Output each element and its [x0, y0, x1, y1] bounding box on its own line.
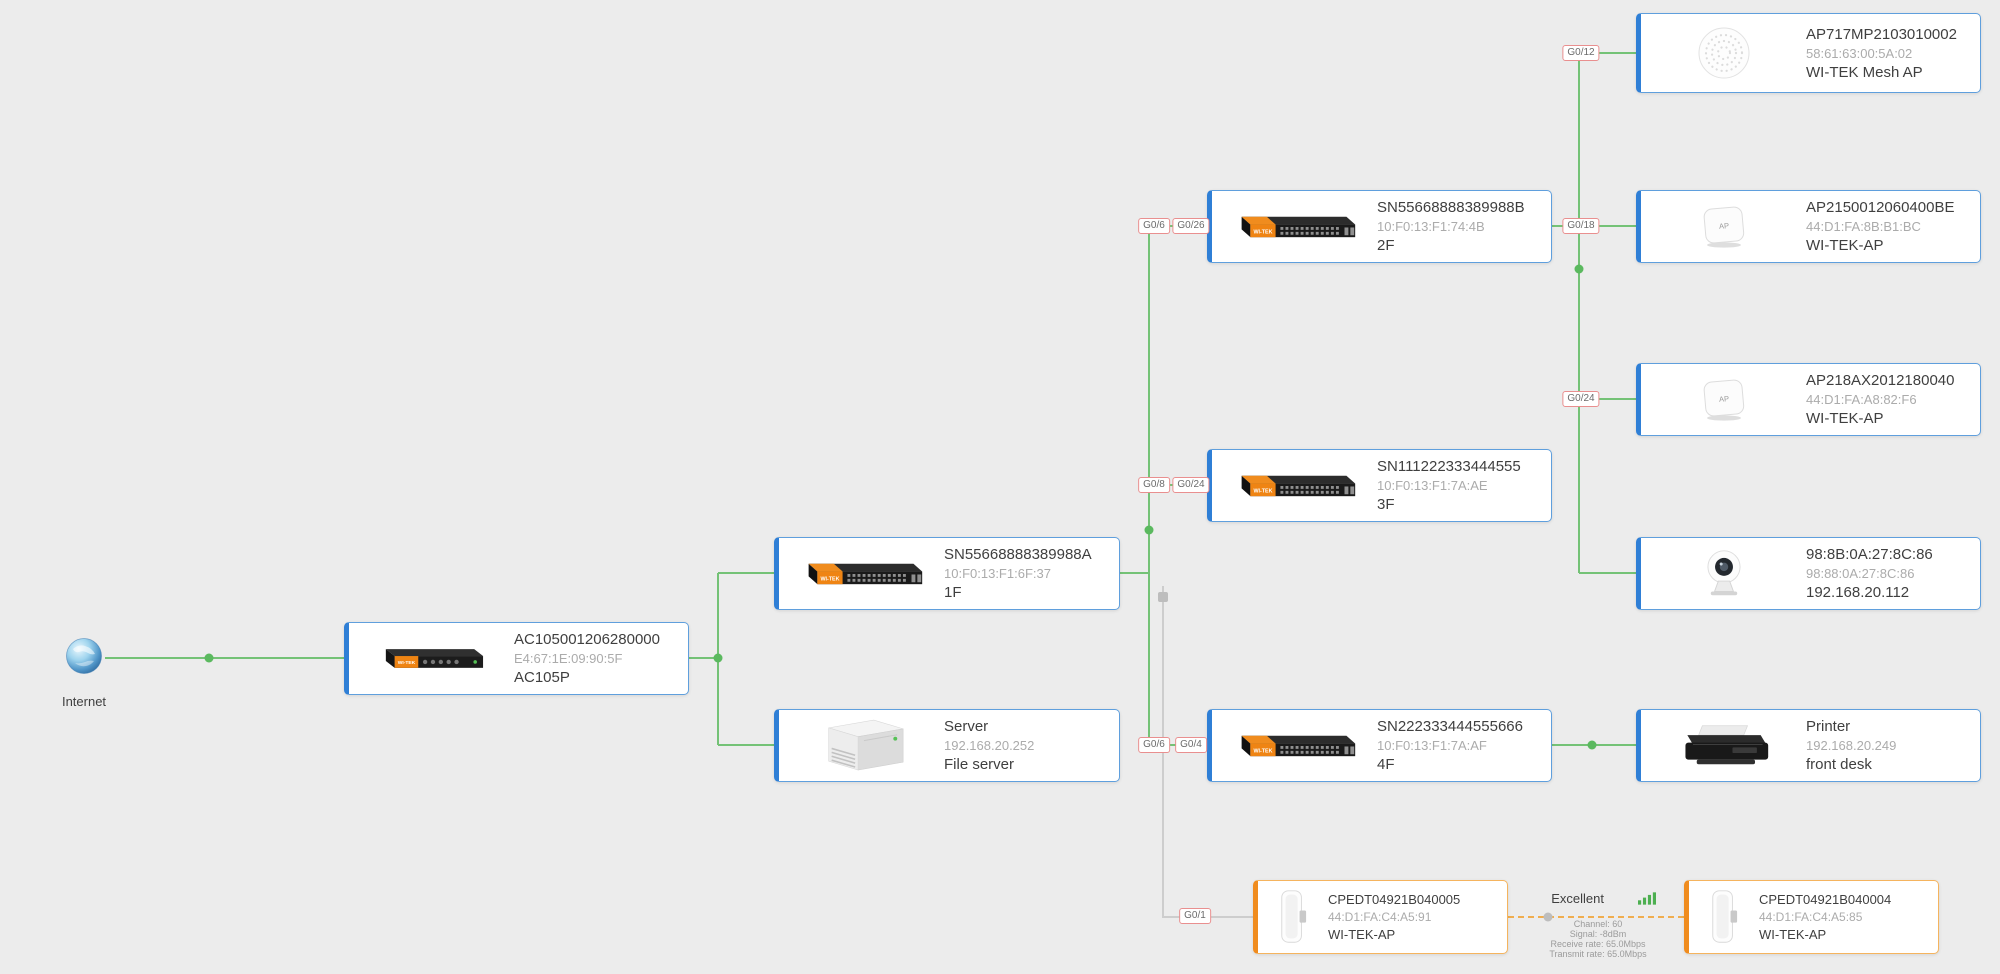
device-mac: 44:D1:FA:C4:A5:85: [1759, 910, 1863, 924]
signal-bars-icon: [1638, 892, 1656, 905]
device-title: AP717MP2103010002: [1806, 25, 1957, 43]
port-badge-g0-6-4f[interactable]: G0/6: [1138, 737, 1170, 753]
node-ap218[interactable]: AP218AX2012180040 44:D1:FA:A8:82:F6 WI-T…: [1636, 363, 1981, 436]
link-2f-aps-trunk: [1552, 52, 1636, 574]
port-badge-g0-8[interactable]: G0/8: [1138, 477, 1170, 493]
node-switch-4f[interactable]: SN222333444555666 10:F0:13:F1:7A:AF 4F: [1207, 709, 1552, 782]
switch-icon: [1212, 210, 1377, 243]
port-badge-g0-24-3f[interactable]: G0/24: [1172, 477, 1210, 493]
node-printer[interactable]: Printer 192.168.20.249 front desk: [1636, 709, 1981, 782]
printer-icon: [1641, 722, 1806, 769]
device-mac: 44:D1:FA:A8:82:F6: [1806, 392, 1917, 407]
device-label: 3F: [1377, 496, 1395, 513]
switch-icon: [779, 557, 944, 590]
server-icon: [779, 717, 944, 774]
device-label: WI-TEK Mesh AP: [1806, 63, 1923, 81]
internet-globe-icon: [65, 637, 103, 675]
node-file-server[interactable]: Server 192.168.20.252 File server: [774, 709, 1120, 782]
device-mac: 44:D1:FA:C4:A5:91: [1328, 910, 1432, 924]
router-icon: [349, 644, 514, 674]
device-title: AP2150012060400BE: [1806, 199, 1955, 216]
device-label: File server: [944, 756, 1015, 773]
node-gateway-ac105p[interactable]: AC105001206280000 E4:67:1E:09:90:5F AC10…: [344, 622, 689, 695]
ap-icon: [1641, 204, 1806, 250]
node-switch-2f[interactable]: SN55668888389988B 10:F0:13:F1:74:4B 2F: [1207, 190, 1552, 263]
device-label: WI-TEK-AP: [1328, 927, 1396, 942]
link-status-dot-green: [1574, 264, 1584, 274]
device-title: SN111222333444555: [1377, 458, 1521, 475]
port-badge-g0-4[interactable]: G0/4: [1175, 737, 1207, 753]
device-title: SN55668888389988B: [1377, 199, 1525, 216]
node-switch-3f[interactable]: SN111222333444555 10:F0:13:F1:7A:AE 3F: [1207, 449, 1552, 522]
internet-label: Internet: [61, 694, 107, 709]
port-badge-g0-6-2f[interactable]: G0/6: [1138, 218, 1170, 234]
link-router-split: [689, 572, 774, 746]
device-ip: 192.168.20.249: [1806, 738, 1897, 753]
device-ip: 192.168.20.252: [944, 738, 1035, 753]
device-title: 98:8B:0A:27:8C:86: [1806, 546, 1933, 563]
link-status-dot-green: [204, 653, 214, 663]
port-badge-g0-26[interactable]: G0/26: [1172, 218, 1210, 234]
wireless-quality-label: Excellent: [1551, 890, 1604, 906]
cpe-icon: [1258, 888, 1328, 946]
device-title: AC105001206280000: [514, 631, 660, 648]
port-badge-g0-1[interactable]: G0/1: [1179, 908, 1211, 924]
device-label: front desk: [1806, 756, 1872, 773]
camera-icon: [1641, 548, 1806, 599]
device-label: 4F: [1377, 756, 1395, 773]
switch-icon: [1212, 469, 1377, 502]
device-title: Printer: [1806, 718, 1851, 735]
device-label: AC105P: [514, 669, 570, 686]
link-status-dot-green: [1587, 740, 1597, 750]
device-title: SN222333444555666: [1377, 718, 1523, 735]
device-title: SN55668888389988A: [944, 546, 1092, 563]
port-badge-g0-24-ap[interactable]: G0/24: [1562, 391, 1600, 407]
link-status-dot-green: [713, 653, 723, 663]
switch-icon: [1212, 729, 1377, 762]
device-title: Server: [944, 718, 989, 735]
link-status-dot-green: [1144, 525, 1154, 535]
mesh-ap-icon: [1641, 26, 1806, 80]
device-mac: 10:F0:13:F1:7A:AF: [1377, 738, 1487, 753]
device-label: WI-TEK-AP: [1806, 237, 1884, 254]
device-ip: 192.168.20.112: [1806, 584, 1910, 601]
wireless-transmit-rate: Transmit rate: 65.0Mbps: [1549, 949, 1647, 959]
node-switch-1f[interactable]: SN55668888389988A 10:F0:13:F1:6F:37 1F: [774, 537, 1120, 610]
device-title: CPEDT04921B040004: [1759, 892, 1892, 907]
device-title: CPEDT04921B040005: [1328, 892, 1461, 907]
ap-icon: [1641, 377, 1806, 423]
device-mac: 98:88:0A:27:8C:86: [1806, 566, 1915, 581]
wireless-signal: Signal: -8dBm: [1569, 929, 1627, 939]
node-cpe-040004[interactable]: CPEDT04921B040004 44:D1:FA:C4:A5:85 WI-T…: [1684, 880, 1939, 954]
device-mac: 10:F0:13:F1:74:4B: [1377, 219, 1485, 234]
device-title: AP218AX2012180040: [1806, 372, 1955, 389]
cpe-icon: [1689, 888, 1759, 946]
device-mac: 44:D1:FA:8B:B1:BC: [1806, 219, 1921, 234]
link-status-dot-gray: [1158, 592, 1168, 602]
device-mac: 58:61:63:00:5A:02: [1806, 45, 1913, 61]
port-badge-g0-18[interactable]: G0/18: [1562, 218, 1600, 234]
wireless-link-stats: Channel: 60 Signal: -8dBm Receive rate: …: [1528, 919, 1668, 959]
wireless-receive-rate: Receive rate: 65.0Mbps: [1550, 939, 1646, 949]
device-label: WI-TEK-AP: [1806, 410, 1884, 427]
device-mac: 10:F0:13:F1:7A:AE: [1377, 478, 1488, 493]
device-label: WI-TEK-AP: [1759, 927, 1827, 942]
port-badge-g0-12[interactable]: G0/12: [1562, 45, 1600, 61]
device-mac: E4:67:1E:09:90:5F: [514, 651, 623, 666]
node-mesh-ap[interactable]: AP717MP2103010002 58:61:63:00:5A:02 WI-T…: [1636, 13, 1981, 93]
device-mac: 10:F0:13:F1:6F:37: [944, 566, 1051, 581]
node-camera[interactable]: 98:8B:0A:27:8C:86 98:88:0A:27:8C:86 192.…: [1636, 537, 1981, 610]
device-label: 1F: [944, 584, 962, 601]
device-label: 2F: [1377, 237, 1395, 254]
node-ap215[interactable]: AP2150012060400BE 44:D1:FA:8B:B1:BC WI-T…: [1636, 190, 1981, 263]
wireless-channel: Channel: 60: [1573, 919, 1623, 929]
node-internet[interactable]: Internet: [48, 637, 120, 709]
node-cpe-040005[interactable]: CPEDT04921B040005 44:D1:FA:C4:A5:91 WI-T…: [1253, 880, 1508, 954]
wireless-link-quality: Excellent: [1508, 889, 1670, 907]
